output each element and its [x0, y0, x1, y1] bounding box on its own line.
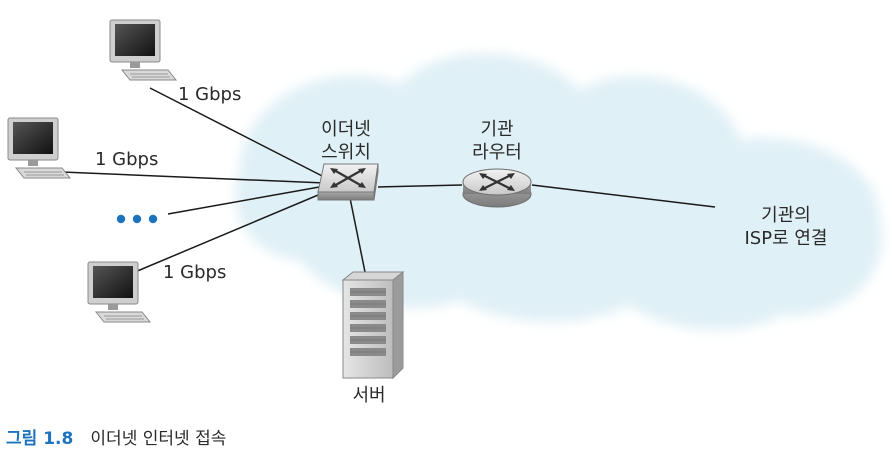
computer-icon — [7, 117, 72, 179]
figure-number: 그림 1.8 — [6, 429, 73, 449]
link-bottom-speed-label: 1 Gbps — [163, 262, 226, 283]
link-top-speed-label: 1 Gbps — [178, 84, 241, 105]
figure-caption: 그림 1.8 이더넷 인터넷 접속 — [6, 429, 226, 449]
link-middle-pc — [61, 171, 326, 184]
router-label-line-2: 라우터 — [472, 142, 522, 163]
ethernet-switch-icon — [317, 163, 379, 201]
router-label-line-1: 기관 — [480, 119, 513, 140]
isp-label-line-1: 기관의 — [761, 205, 811, 226]
link-top-pc — [149, 87, 331, 181]
more-hosts-ellipsis — [116, 214, 158, 224]
link-server — [349, 197, 366, 273]
server-icon — [341, 270, 405, 380]
isp-label-line-2: ISP로 연결 — [745, 228, 828, 249]
switch-label-line-2: 스위치 — [321, 142, 371, 163]
figure-title: 이더넷 인터넷 접속 — [90, 429, 226, 449]
server-label: 서버 — [352, 385, 385, 406]
link-middle-speed-label: 1 Gbps — [95, 149, 158, 170]
link-bottom-pc — [134, 189, 331, 273]
link-switch-router — [377, 184, 463, 188]
link-router-isp — [531, 184, 716, 208]
computer-icon — [87, 261, 152, 323]
router-icon — [462, 168, 532, 208]
computer-icon — [109, 19, 178, 81]
link-ellipsis — [167, 185, 326, 215]
switch-label-line-1: 이더넷 — [321, 119, 371, 140]
network-cloud — [235, 53, 882, 330]
links — [61, 87, 716, 273]
